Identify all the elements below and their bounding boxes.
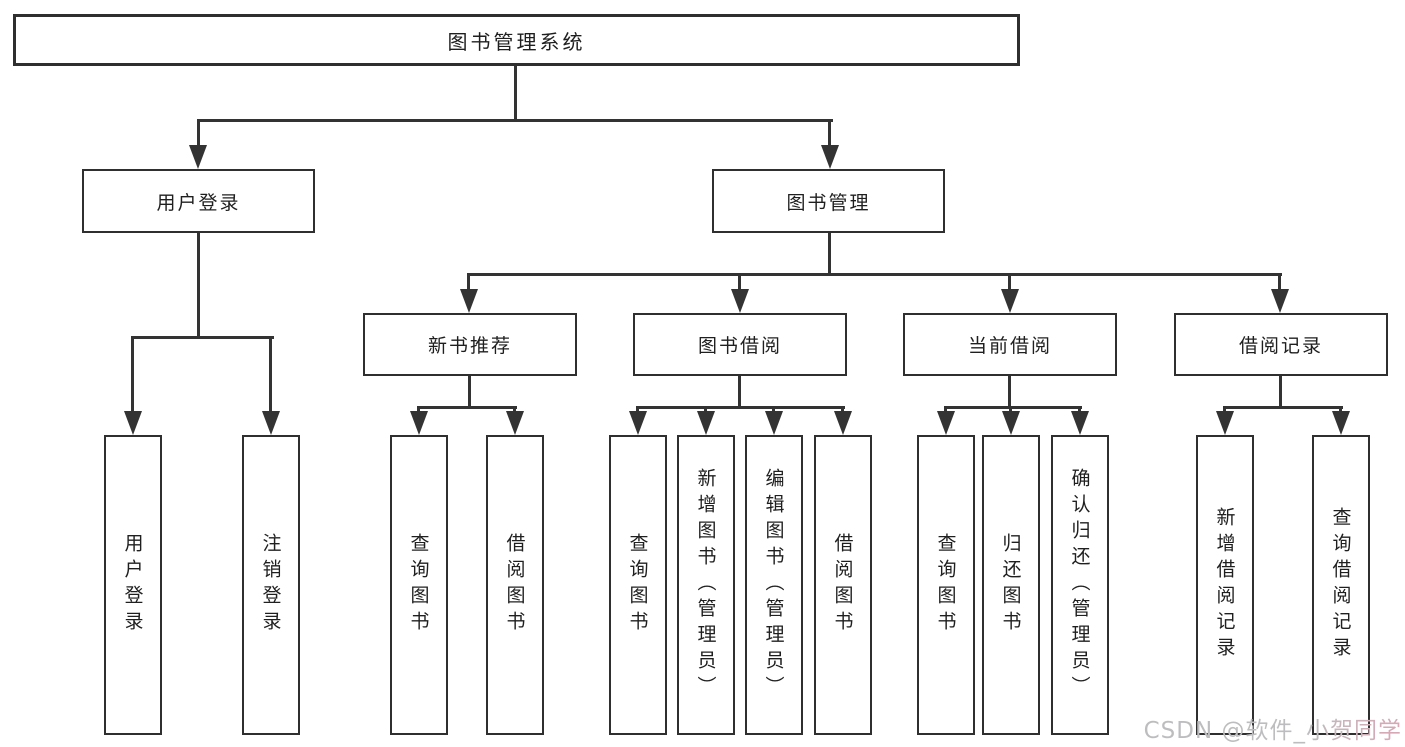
arrow-down-icon: [765, 411, 783, 435]
node-borrow-records: 借阅记录: [1174, 313, 1388, 376]
connector-line: [514, 66, 517, 122]
connector-line: [197, 233, 200, 339]
node-book-management: 图书管理: [712, 169, 945, 233]
leaf-query-books-recommend: 查询图书: [390, 435, 448, 735]
connector-line: [131, 336, 274, 339]
leaf-query-borrow-record: 查询借阅记录: [1312, 435, 1370, 735]
connector-line: [1009, 406, 1012, 414]
connector-line: [944, 406, 947, 414]
arrow-down-icon: [506, 411, 524, 435]
arrow-down-icon: [410, 411, 428, 435]
arrow-down-icon: [1271, 289, 1289, 313]
connector-line: [197, 119, 833, 122]
arrow-down-icon: [731, 289, 749, 313]
leaf-user-login: 用户登录: [104, 435, 162, 735]
connector-line: [1078, 406, 1081, 414]
node-book-borrow: 图书借阅: [633, 313, 847, 376]
connector-line: [828, 119, 831, 150]
connector-line: [636, 406, 639, 414]
arrow-down-icon: [1071, 411, 1089, 435]
node-new-book-recommend: 新书推荐: [363, 313, 577, 376]
arrow-down-icon: [1332, 411, 1350, 435]
node-user-login: 用户登录: [82, 169, 315, 233]
connector-line: [828, 233, 831, 276]
node-library-management-system: 图书管理系统: [13, 14, 1020, 66]
leaf-borrow-books-recommend: 借阅图书: [486, 435, 544, 735]
leaf-edit-book-admin: 编辑图书（管理员）: [745, 435, 803, 735]
leaf-query-books-borrow: 查询图书: [609, 435, 667, 735]
node-current-borrow: 当前借阅: [903, 313, 1117, 376]
arrow-down-icon: [460, 289, 478, 313]
connector-line: [131, 336, 134, 415]
connector-line: [738, 376, 741, 409]
connector-line: [636, 406, 845, 409]
connector-line: [738, 273, 741, 293]
connector-line: [467, 273, 470, 293]
connector-line: [1278, 273, 1281, 293]
connector-line: [417, 406, 420, 414]
arrow-down-icon: [1002, 411, 1020, 435]
arrow-down-icon: [834, 411, 852, 435]
connector-line: [772, 406, 775, 414]
arrow-down-icon: [189, 145, 207, 169]
connector-line: [269, 336, 272, 415]
connector-line: [417, 406, 517, 409]
leaf-confirm-return-admin: 确认归还（管理员）: [1051, 435, 1109, 735]
connector-line: [704, 406, 707, 414]
arrow-down-icon: [821, 145, 839, 169]
connector-line: [1008, 376, 1011, 409]
connector-line: [944, 406, 1082, 409]
leaf-return-books: 归还图书: [982, 435, 1040, 735]
arrow-down-icon: [262, 411, 280, 435]
arrow-down-icon: [937, 411, 955, 435]
connector-line: [197, 119, 200, 150]
leaf-add-borrow-record: 新增借阅记录: [1196, 435, 1254, 735]
connector-line: [841, 406, 844, 414]
connector-line: [1279, 376, 1282, 409]
connector-line: [1223, 406, 1343, 409]
leaf-add-book-admin: 新增图书（管理员）: [677, 435, 735, 735]
leaf-query-books-current: 查询图书: [917, 435, 975, 735]
leaf-borrow-books-borrow: 借阅图书: [814, 435, 872, 735]
connector-line: [468, 376, 471, 409]
arrow-down-icon: [629, 411, 647, 435]
arrow-down-icon: [1216, 411, 1234, 435]
watermark-text: CSDN @软件_小贺同学: [1144, 711, 1402, 745]
leaf-logout: 注销登录: [242, 435, 300, 735]
arrow-down-icon: [1001, 289, 1019, 313]
connector-line: [1339, 406, 1342, 414]
connector-line: [1223, 406, 1226, 414]
arrow-down-icon: [124, 411, 142, 435]
connector-line: [513, 406, 516, 414]
connector-line: [1008, 273, 1011, 293]
arrow-down-icon: [697, 411, 715, 435]
connector-line: [468, 273, 1282, 276]
